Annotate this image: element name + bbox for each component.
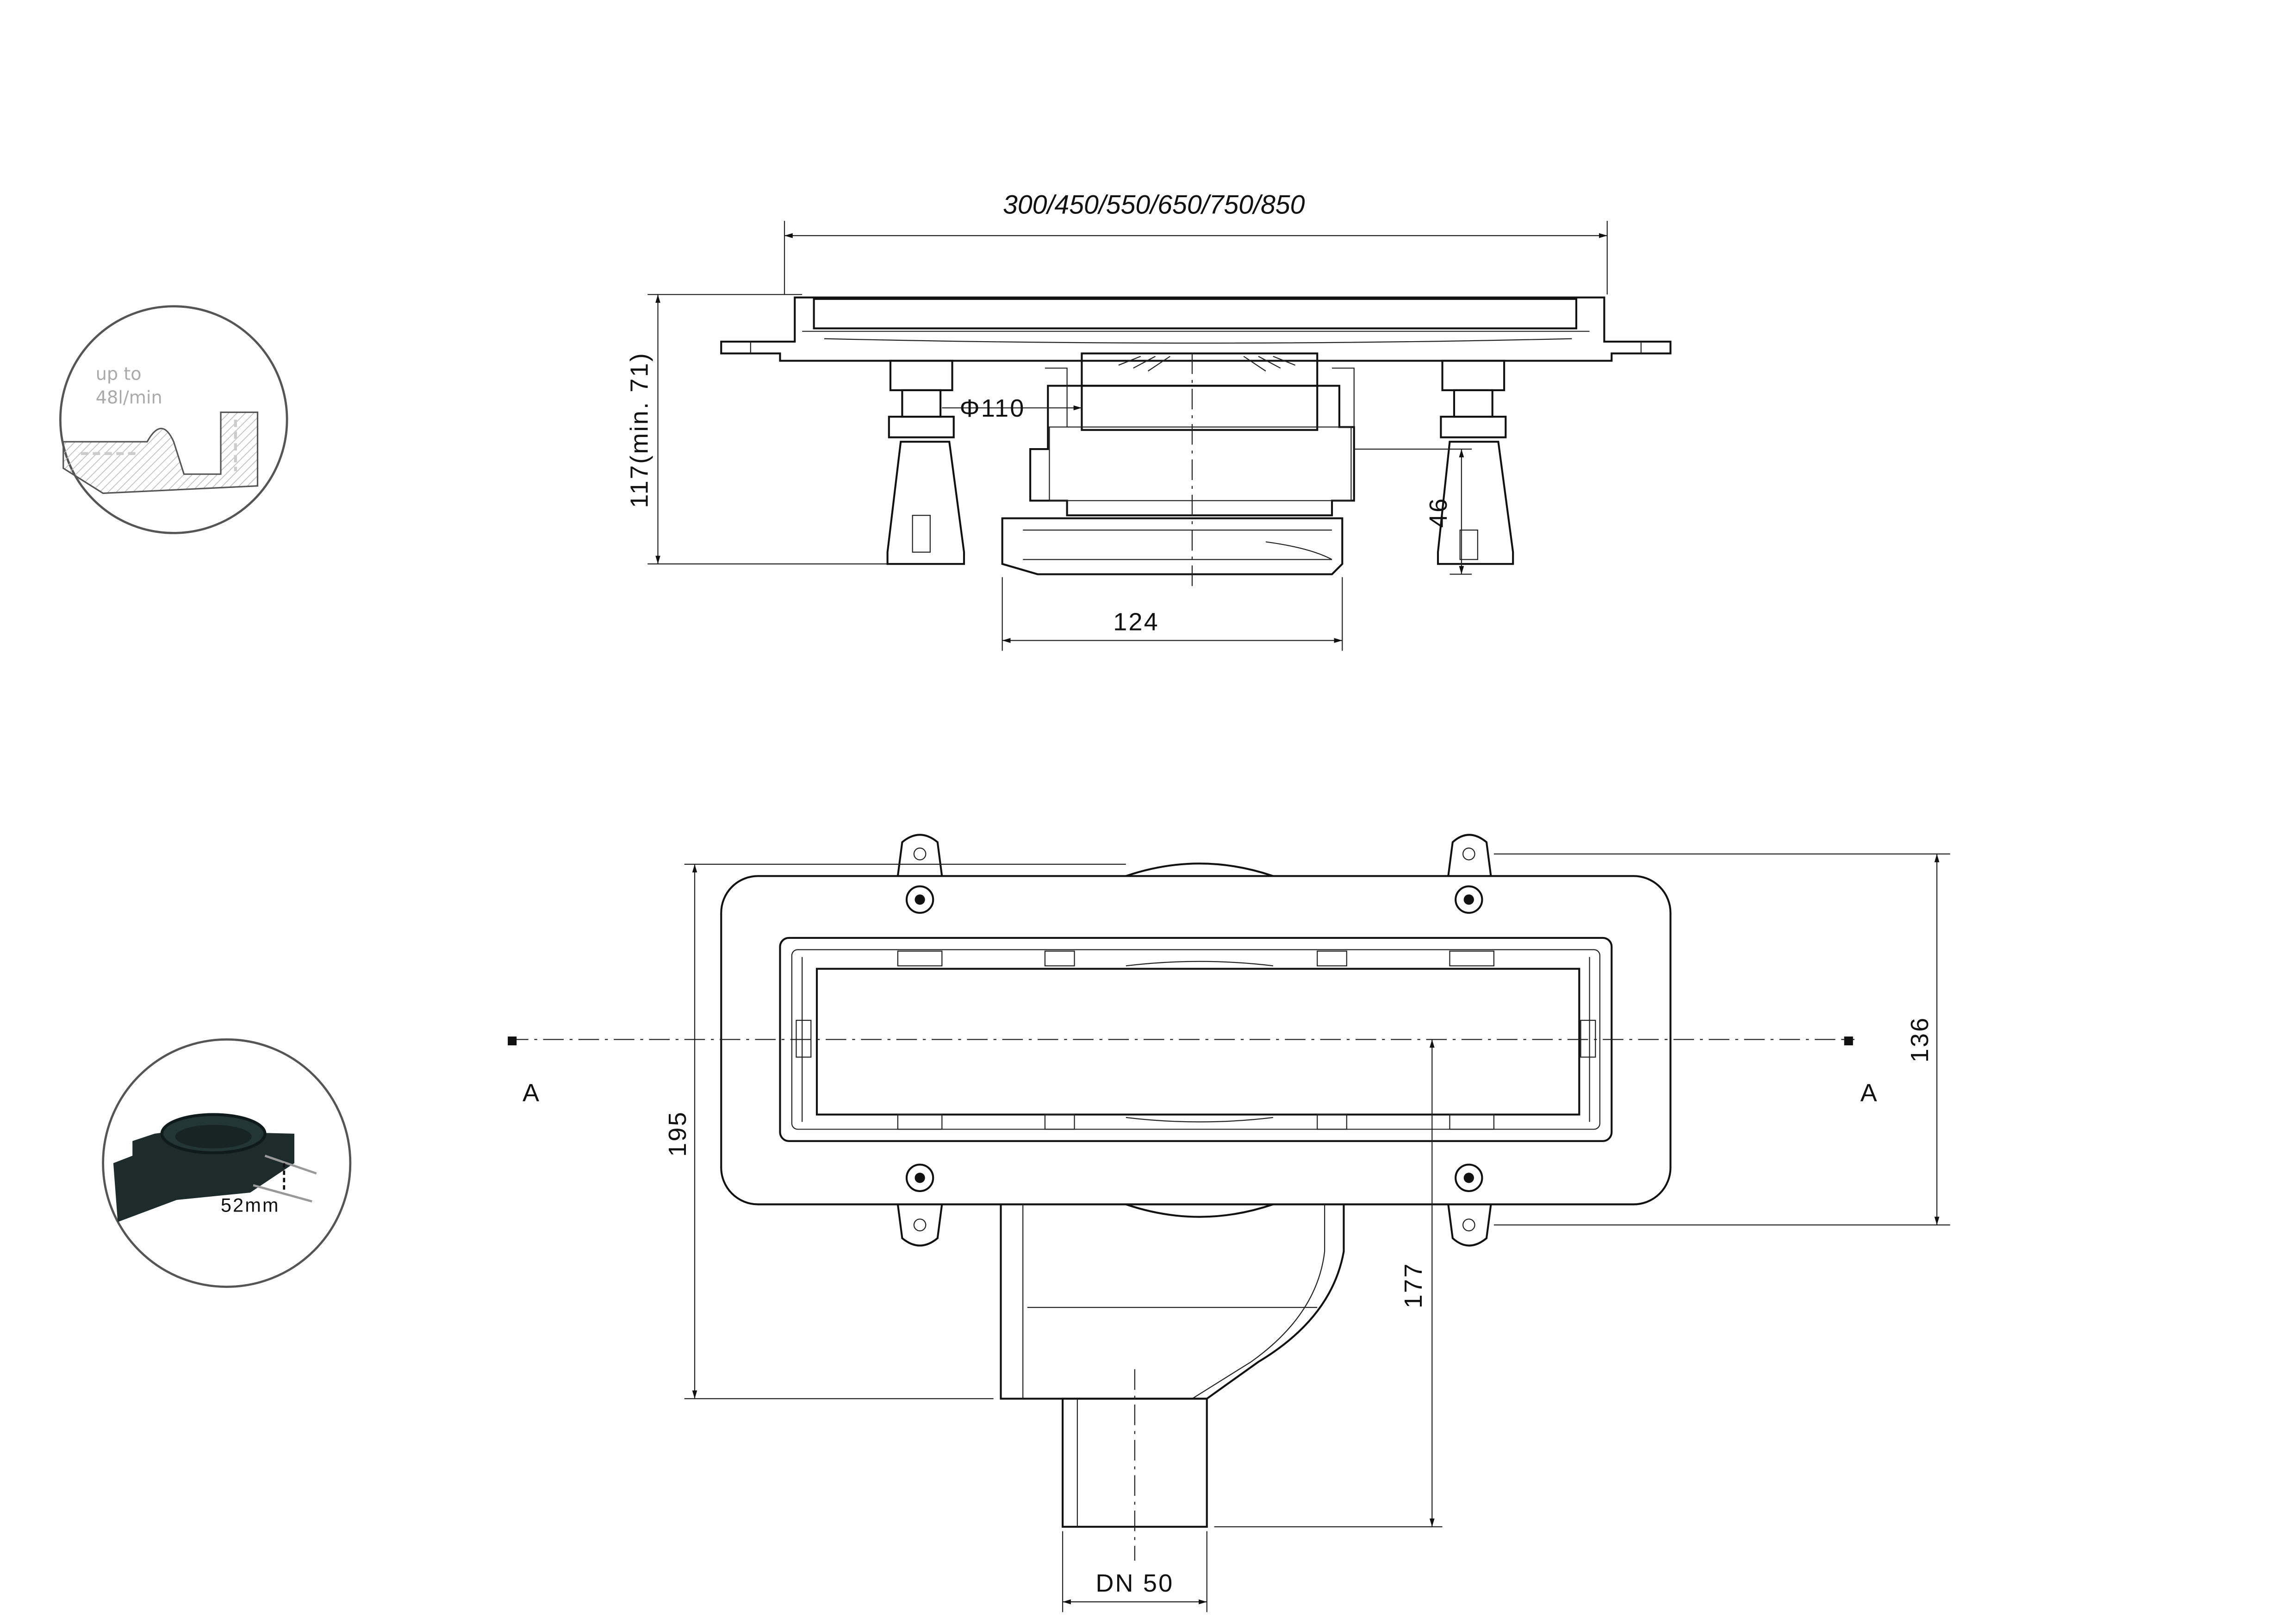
width-label: 300/450/550/650/750/850 [1003,190,1305,219]
height-195-label: 195 [664,1111,691,1157]
right-leveling-foot [1437,360,1514,565]
seal-height-label: 52mm [221,1194,280,1216]
flow-text-line1: up to [96,364,142,384]
mounting-lugs [896,834,1492,1247]
diameter-label: Φ110 [959,394,1025,422]
outlet-width-label: 124 [1113,608,1159,636]
foot-height-label: 46 [1425,497,1452,528]
left-leveling-foot [886,360,965,565]
outlet-depth-label: 177 [1400,1262,1427,1309]
flow-text-line2: 48l/min [96,387,162,408]
section-marker-left: A [523,1079,541,1107]
section-marker-right: A [1860,1079,1879,1107]
flow-rate-inset: up to 48l/min [59,305,288,534]
pipe-label: DN 50 [1095,1569,1174,1597]
plan-view: A A 195 177 136 DN 50 [508,834,1950,1612]
section-view: 300/450/550/650/750/850 117(min. 71) Φ11… [625,190,1672,651]
seal-height-inset: 52mm [102,1038,352,1288]
height-label: 117(min. 71) [625,352,653,508]
frame-depth-label: 136 [1906,1016,1934,1062]
